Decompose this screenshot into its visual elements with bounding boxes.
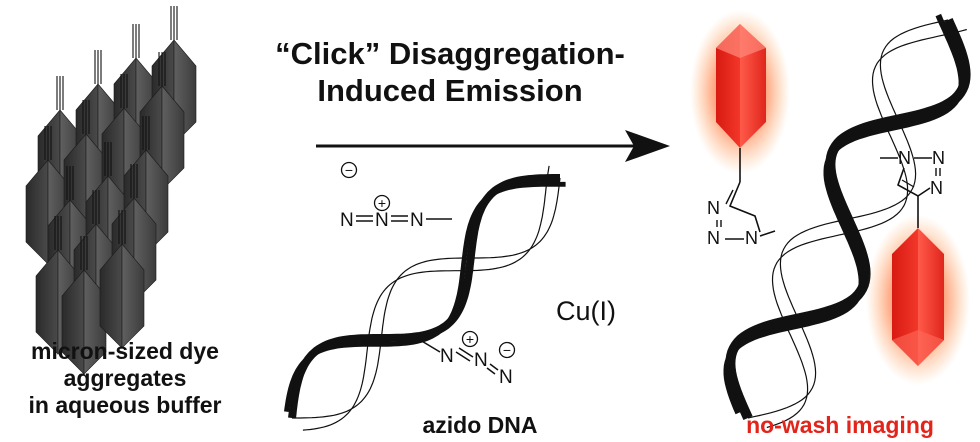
dna-strand-thick: [725, 17, 971, 421]
title-line-1: “Click” Disaggregation-: [275, 36, 625, 71]
emissive-crystal-top: [690, 10, 790, 182]
reaction-title: “Click” Disaggregation- Induced Emission: [230, 36, 670, 109]
azide-top: − + N N N: [340, 161, 452, 231]
charge-minus: −: [503, 342, 511, 358]
triazole-atom: N: [898, 148, 911, 168]
azide-atom: N: [499, 367, 513, 388]
triazole-left: N N N: [707, 181, 776, 248]
labeled-dna-helix: [723, 13, 971, 429]
catalyst-label: Cu(I): [556, 296, 616, 326]
triazole-atom: N: [930, 178, 943, 198]
azide-atom: N: [410, 210, 424, 231]
dna-strand-thick: [723, 13, 965, 415]
dna-strand-thick: [288, 174, 560, 419]
azide-atom: N: [340, 210, 354, 231]
dye-aggregate-crystals: [25, 6, 197, 375]
caption-line: in aqueous buffer: [28, 392, 222, 419]
dna-strand-thin: [292, 177, 561, 419]
dna-strand-thick: [284, 181, 566, 413]
azide-bottom: N + N − N: [419, 330, 516, 388]
caption-no-wash: no-wash imaging: [746, 412, 934, 438]
caption-azido-dna: azido DNA: [422, 412, 538, 438]
charge-plus: +: [466, 331, 474, 347]
triazole-right: N N N: [880, 148, 945, 198]
emissive-crystal-bottom: [866, 196, 970, 385]
triazole-atom: N: [707, 228, 720, 248]
triazole-atom: N: [707, 198, 720, 218]
charge-plus: +: [378, 195, 386, 211]
triazole-atom: N: [932, 148, 945, 168]
caption-line: micron-sized dye: [31, 338, 219, 364]
dna-strand-thin: [302, 165, 550, 431]
azide-atom: N: [440, 346, 454, 367]
reaction-arrow: [316, 130, 670, 162]
azide-atom: N: [474, 350, 488, 371]
title-line-2: Induced Emission: [317, 72, 583, 108]
aggregate-crystal: [99, 210, 145, 349]
caption-line: aggregates: [63, 365, 187, 392]
azide-atom: N: [375, 210, 389, 231]
dna-strand-thin: [766, 28, 967, 429]
azido-dna-helix: [284, 165, 566, 431]
caption-aggregates: micron-sized dye aggregates in aqueous b…: [0, 338, 250, 419]
charge-minus: −: [345, 162, 353, 178]
triazole-atom: N: [745, 228, 758, 248]
